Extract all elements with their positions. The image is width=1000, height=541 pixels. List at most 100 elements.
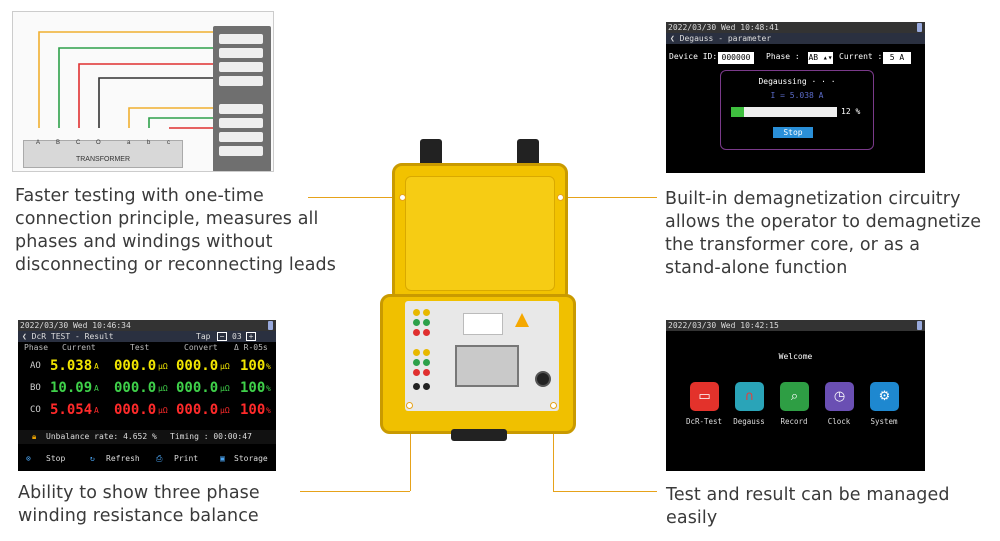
convert-cell: 000.0 [176,380,219,396]
caption-line: allows the operator to demagnetize [665,212,982,232]
current-unit: A [94,362,99,371]
current-select[interactable]: 5 A ▴▾ [883,52,911,74]
rotary-knob [535,371,551,387]
terminal-label: C [76,140,81,146]
bottom-toolbar: ⊗ Stop ↻ Refresh ⎙ Print ▣ Storage [18,451,276,467]
header-delta: Δ R-05s [234,343,268,352]
back-icon[interactable]: ❮ [670,34,675,43]
caption-line: the transformer core, or as a [665,235,921,255]
device-lcd [455,345,519,387]
table-header: Phase Current Test Convert Δ R-05s [18,343,276,354]
test-unit: μΩ [158,362,168,371]
current-unit: A [94,384,99,393]
app-label-clock: Clock [827,417,851,426]
caption-managed-easily: Test and result can be managed easily [666,484,950,530]
lid-latch [517,139,539,166]
app-label-record: Record [780,417,808,426]
wiring-cables [38,31,213,129]
phase-select[interactable]: AB ▴▾ [808,52,833,64]
caption-phase-balance: Ability to show three phase winding resi… [18,482,260,528]
terminal-label: B [56,140,61,146]
percent-unit: % [266,406,271,415]
test-cell: 000.0 [114,380,157,396]
degauss-screen: 2022/03/30 Wed 10:48:41 ❮ Degauss - para… [666,22,925,173]
current-cell: 5.038 [50,358,93,374]
app-label-dcr-test: DcR-Test [685,417,723,426]
clock-icon[interactable]: ◷ [825,382,854,411]
caption-demagnetization: Built-in demagnetization circuitry allow… [665,188,981,280]
status-bar: 2022/03/30 Wed 10:46:34 [18,320,276,331]
stop-button[interactable]: Stop [773,127,813,138]
connector-dot [557,194,564,201]
tap-plus-button[interactable]: + [246,332,256,341]
wiring-diagram: TRANSFORMER A B C O a b c [12,11,274,172]
tap-value: 03 [232,332,242,341]
caption-line: Faster testing with one-time [15,186,264,206]
resistor-icon[interactable]: ▭ [690,382,719,411]
app-label-degauss: Degauss [733,417,765,426]
print-button[interactable]: Print [174,454,199,463]
percent-cell: 100 [240,402,266,418]
convert-unit: μΩ [220,384,230,393]
current-cell: 5.054 [50,402,93,418]
battery-icon [917,23,922,32]
result-row-b: BO 10.09 A 000.0 μΩ 000.0 μΩ 100 % [18,378,276,399]
caption-line: Built-in demagnetization circuitry [665,189,961,209]
current-value: 5 A [889,53,905,62]
magnet-icon[interactable]: ∩ [735,382,764,411]
screen-title: DcR TEST - Result [31,332,114,341]
convert-unit: μΩ [220,406,230,415]
storage-icon[interactable]: ▣ [220,454,225,463]
back-icon[interactable]: ❮ [22,332,27,341]
test-cell: 000.0 [114,358,157,374]
test-unit: μΩ [158,406,168,415]
connector-line [410,405,411,491]
gear-icon[interactable]: ⚙ [870,382,899,411]
terminal-label: a [127,140,131,146]
lid-inner-panel [405,176,555,291]
search-icon[interactable]: ⌕ [780,382,809,411]
storage-button[interactable]: Storage [234,454,268,463]
caption-line: winding resistance balance [18,506,259,526]
tap-label: Tap [196,332,211,341]
header-test: Test [130,343,150,352]
stop-button[interactable]: Stop [46,454,66,463]
caption-line: stand-alone function [665,258,848,278]
case-handle [451,429,507,441]
device-faceplate [405,301,559,411]
progress-fill [731,107,744,117]
progress-bar [731,107,837,117]
caption-line: disconnecting or reconnecting leads [15,255,336,275]
current-cell: 10.09 [50,380,93,396]
phase-cell: AO [30,361,41,371]
phase-cell: BO [30,383,41,393]
terminal-label: b [147,140,151,146]
result-row-c: CO 5.054 A 000.0 μΩ 000.0 μΩ 100 % [18,400,276,421]
connector-dot [399,194,406,201]
transformer-label: TRANSFORMER [75,156,131,163]
status-bar: 2022/03/30 Wed 10:48:41 [666,22,925,33]
status-bar: 2022/03/30 Wed 10:42:15 [666,320,925,331]
unbalance-rate: Unbalance rate: 4.652 % [46,432,157,441]
device-label-plate [463,313,503,335]
terminal-label: A [36,140,41,146]
device-id-field[interactable]: 000000 [718,52,754,64]
caption-line: connection principle, measures all [15,209,319,229]
header-current: Current [62,343,96,352]
refresh-button[interactable]: Refresh [106,454,140,463]
terminal-label: c [167,140,170,146]
device-lid [392,163,568,303]
connector-dot [406,402,413,409]
welcome-title: Welcome [778,352,813,361]
refresh-icon[interactable]: ↻ [90,454,95,463]
battery-icon [917,321,922,330]
tap-minus-button[interactable]: − [217,332,227,341]
percent-cell: 100 [240,358,266,374]
caption-line: Test and result can be managed [666,485,950,505]
result-row-a: AO 5.038 A 000.0 μΩ 000.0 μΩ 100 % [18,356,276,377]
current-label: Current : [839,52,883,61]
transformer-box: TRANSFORMER [23,140,183,168]
print-icon[interactable]: ⎙ [156,454,163,463]
stop-icon[interactable]: ⊗ [26,454,31,463]
test-cell: 000.0 [114,402,157,418]
